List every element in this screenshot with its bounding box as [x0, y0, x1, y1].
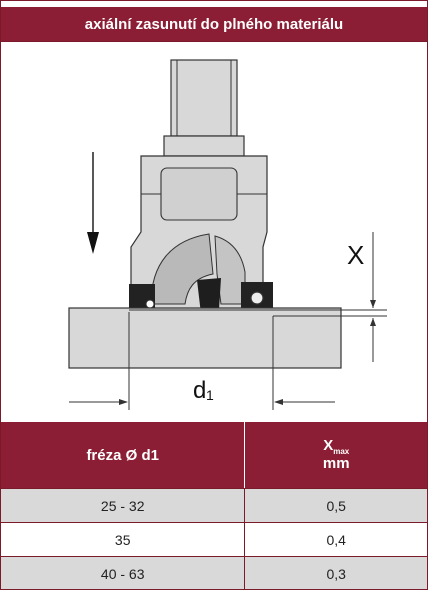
col-header-diameter: fréza Ø d1 [1, 422, 246, 488]
parameter-table: fréza Ø d1 Xmax mm 25 - 32 0,5 35 0,4 40… [1, 422, 427, 589]
insert-screw-right [250, 291, 264, 305]
flute-left [150, 233, 214, 305]
table-header: fréza Ø d1 Xmax mm [1, 422, 427, 488]
col-header-xmax: Xmax mm [245, 422, 427, 488]
cell-xmax: 0,5 [326, 497, 346, 514]
d1-arrow-left-head [119, 399, 128, 405]
milling-cutter-diagram: X d 1 [1, 41, 427, 422]
section-title: axiální zasunutí do plného materiálu [1, 7, 427, 41]
table-row: 40 - 63 0,3 [1, 556, 427, 589]
cell-xmax: 0,4 [326, 531, 346, 548]
table-row: 25 - 32 0,5 [1, 488, 427, 522]
d1-arrow-right-head [274, 399, 283, 405]
insert-center [197, 278, 221, 314]
shank [170, 59, 238, 137]
cell-diameter: 25 - 32 [1, 489, 246, 522]
x-arrow-upper-head [370, 300, 376, 308]
insert-screw-left [145, 299, 155, 309]
table-row: 35 0,4 [1, 522, 427, 556]
d1-label-sub: 1 [206, 387, 214, 403]
x-label: X [347, 240, 364, 270]
x-arrow-lower-head [370, 318, 376, 326]
xmax-unit: mm [322, 455, 350, 473]
cell-xmax: 0,3 [326, 565, 346, 582]
collar [163, 135, 245, 157]
body-pocket [160, 167, 238, 221]
flute-right [214, 235, 246, 305]
feed-arrow-head [87, 232, 99, 254]
d1-label: d [193, 377, 206, 404]
workpiece [68, 307, 342, 369]
diagram-svg: X d 1 [68, 59, 387, 410]
cell-diameter: 40 - 63 [1, 557, 246, 589]
cell-diameter: 35 [1, 523, 246, 556]
section-title-text: axiální zasunutí do plného materiálu [84, 15, 344, 33]
xmax-symbol: Xmax [323, 436, 350, 456]
